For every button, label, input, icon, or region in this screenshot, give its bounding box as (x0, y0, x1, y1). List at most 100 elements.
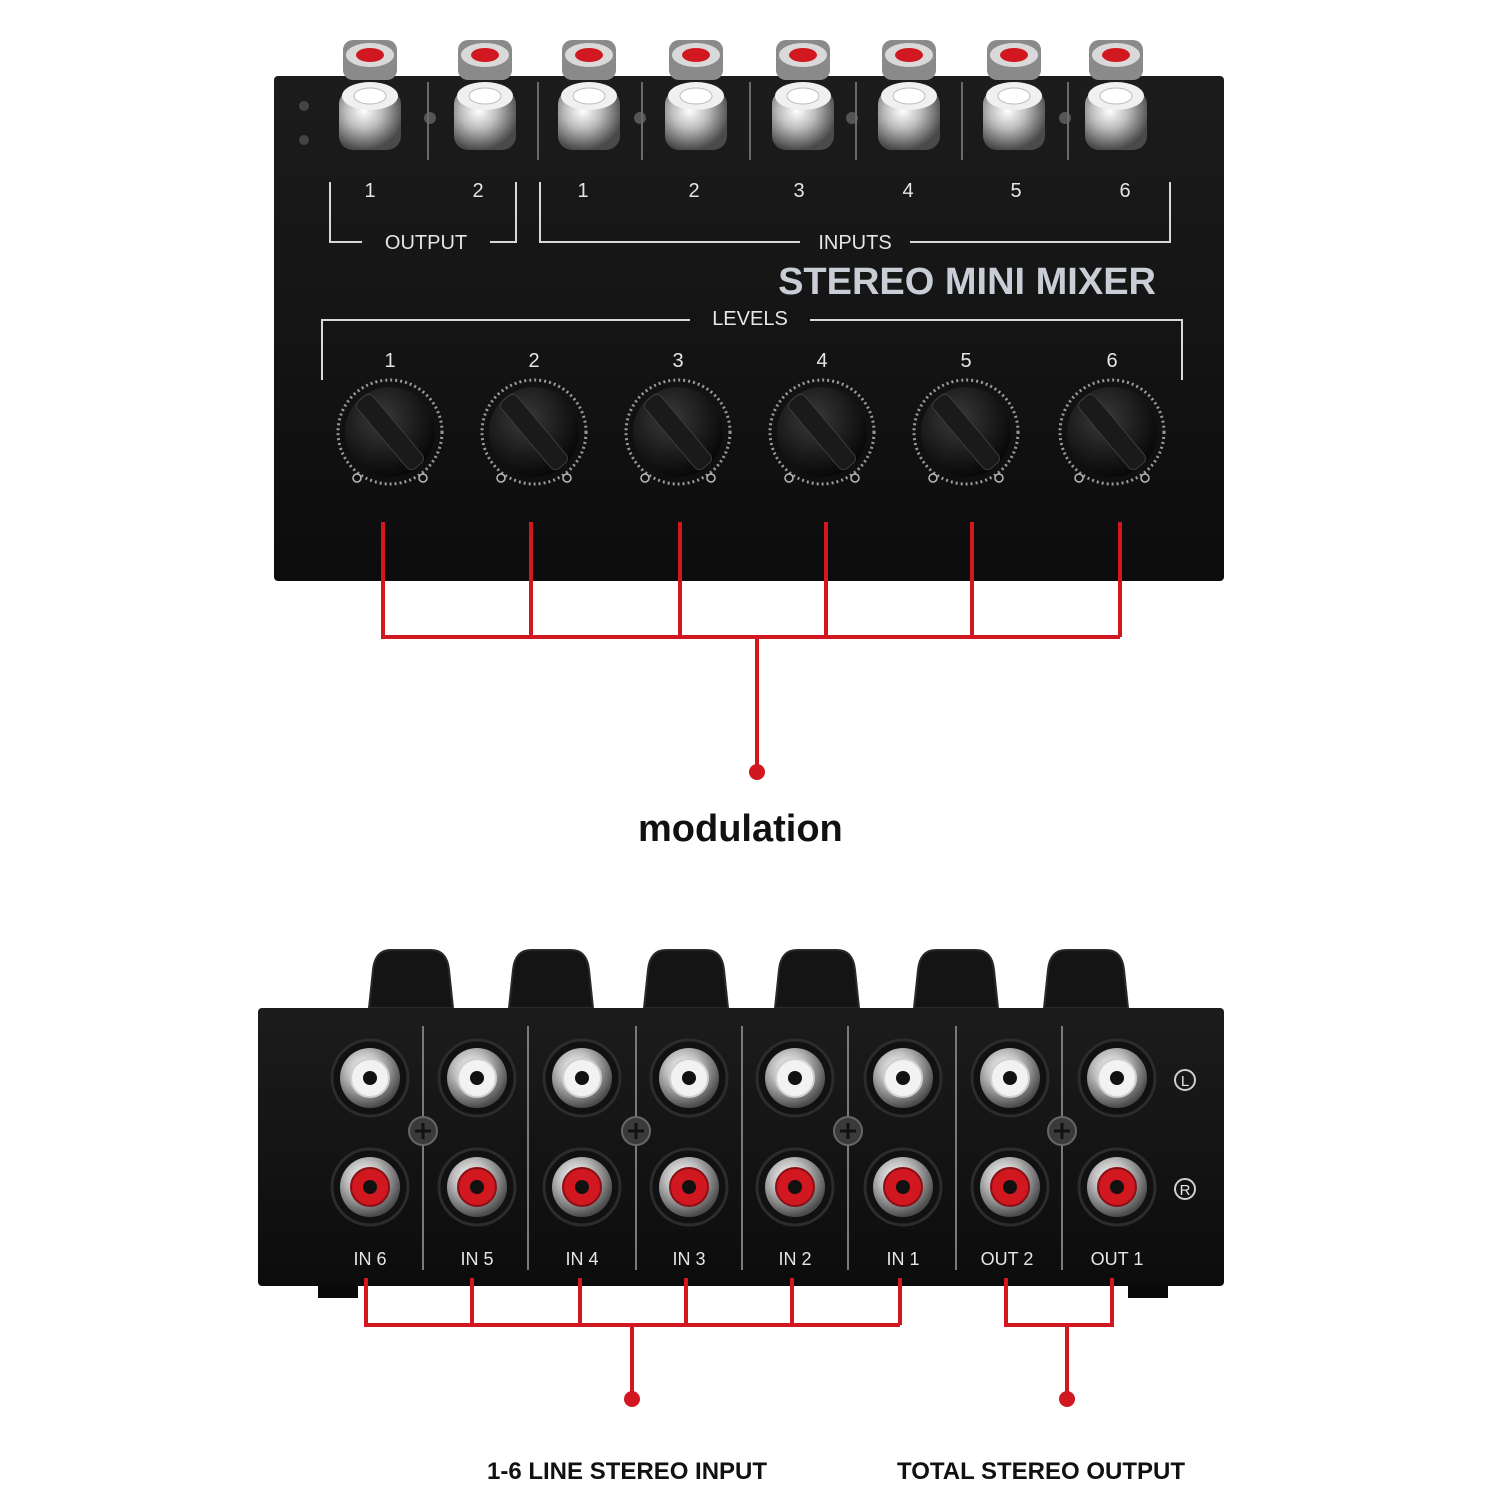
screw-slot (415, 1123, 431, 1139)
input-number: 2 (688, 180, 699, 202)
output-label: OUTPUT (385, 232, 467, 254)
front-rca-jacks (339, 40, 1147, 150)
knob-grip (500, 393, 568, 471)
output-caption: TOTAL STEREO OUTPUT (897, 1458, 1186, 1485)
knob-max-mark (418, 473, 428, 483)
screw-slot (1054, 1123, 1070, 1139)
level-knobs (336, 378, 1166, 486)
red-jack-insulator (575, 48, 603, 62)
knob-scale (1058, 378, 1166, 486)
mixer-title: STEREO MINI MIXER (778, 261, 1156, 303)
knob-max-mark (706, 473, 716, 483)
channel-marks: L R (1174, 1069, 1196, 1200)
knob-min-mark (1074, 473, 1084, 483)
levels-label: LEVELS (712, 308, 788, 330)
input-number: 3 (793, 180, 804, 202)
white-jack-pin-hole (1003, 1071, 1017, 1085)
white-jack-insulator (679, 87, 713, 105)
knob-max-mark (1140, 473, 1150, 483)
input-number: 6 (1119, 180, 1130, 202)
output-number: 2 (472, 180, 483, 202)
red-jack-insulator (356, 48, 384, 62)
white-jack-pin-hole (575, 1071, 589, 1085)
input-caption: 1-6 LINE STEREO INPUT (487, 1458, 768, 1485)
knob-number: 2 (528, 350, 539, 372)
left-mark-ring (1174, 1069, 1196, 1091)
white-jack-pin-hole (363, 1071, 377, 1085)
white-jack-pin-hole (788, 1071, 802, 1085)
input-callout-lines (364, 1278, 902, 1396)
right-mark-ring (1174, 1178, 1196, 1200)
knob-grip (1078, 393, 1146, 471)
mixer-rear-view: L R IN 6 IN 5 IN 4 IN 3 IN 2 IN 1 OUT 2 … (258, 949, 1224, 1407)
white-jack-pin-hole (1110, 1071, 1124, 1085)
screw-slot (628, 1123, 644, 1139)
front-jack-dividers (299, 82, 1069, 160)
rear-foot (318, 1284, 358, 1298)
port-label: IN 2 (778, 1249, 811, 1269)
white-jack-pin-hole (896, 1071, 910, 1085)
red-jack-pin-hole (575, 1180, 589, 1194)
output-numbers: 1 2 (364, 180, 483, 202)
knob-scale (768, 378, 876, 486)
knob-top (1042, 949, 1130, 1009)
port-label: IN 5 (460, 1249, 493, 1269)
screw (424, 112, 436, 124)
white-jack-insulator (997, 87, 1031, 105)
knob-scale (912, 378, 1020, 486)
red-jack-pin-hole (682, 1180, 696, 1194)
port-label: OUT 1 (1091, 1249, 1144, 1269)
white-jack-insulator (786, 87, 820, 105)
mixer-front-view: 1 2 OUTPUT 1 2 3 4 5 6 INPUTS STEREO MIN… (274, 40, 1224, 780)
knob-scale (336, 378, 444, 486)
rear-jack-dividers (422, 1026, 1063, 1270)
input-number: 5 (1010, 180, 1021, 202)
input-numbers: 1 2 3 4 5 6 (577, 180, 1130, 202)
knob-top (367, 949, 455, 1009)
knob-number: 5 (960, 350, 971, 372)
modulation-caption: modulation (638, 808, 843, 850)
knob-number: 1 (384, 350, 395, 372)
knob-scale (624, 378, 732, 486)
port-label: OUT 2 (981, 1249, 1034, 1269)
knob-top (912, 949, 1000, 1009)
knob-top (773, 949, 861, 1009)
red-jack-insulator (1000, 48, 1028, 62)
white-jack-insulator (572, 87, 606, 105)
right-channel-mark: R (1180, 1182, 1191, 1199)
knob-numbers: 1 2 3 4 5 6 (384, 350, 1117, 372)
knob-number: 4 (816, 350, 827, 372)
front-brackets (321, 182, 1183, 380)
knob-top (642, 949, 730, 1009)
knob-min-mark (784, 473, 794, 483)
white-jack-insulator (468, 87, 502, 105)
knob-max-mark (562, 473, 572, 483)
white-jack-insulator (892, 87, 926, 105)
rear-rca-jacks (330, 1038, 1157, 1227)
red-jack-pin-hole (470, 1180, 484, 1194)
input-number: 4 (902, 180, 913, 202)
screw (634, 112, 646, 124)
knob-max-mark (850, 473, 860, 483)
red-jack-insulator (682, 48, 710, 62)
screw (1059, 112, 1071, 124)
modulation-callout-dot (749, 764, 765, 780)
input-number: 1 (577, 180, 588, 202)
red-jack-insulator (1102, 48, 1130, 62)
red-jack-insulator (789, 48, 817, 62)
modulation-callout-lines (381, 522, 1122, 770)
output-callout-dot (1059, 1391, 1075, 1407)
knob-min-mark (352, 473, 362, 483)
red-jack-insulator (471, 48, 499, 62)
port-label: IN 1 (886, 1249, 919, 1269)
led-indicator (299, 101, 309, 111)
red-jack-pin-hole (1003, 1180, 1017, 1194)
knob-min-mark (928, 473, 938, 483)
knob-grip (356, 393, 424, 471)
screw-slot (840, 1123, 856, 1139)
red-jack-pin-hole (788, 1180, 802, 1194)
red-jack-pin-hole (896, 1180, 910, 1194)
knob-min-mark (496, 473, 506, 483)
knob-min-mark (640, 473, 650, 483)
